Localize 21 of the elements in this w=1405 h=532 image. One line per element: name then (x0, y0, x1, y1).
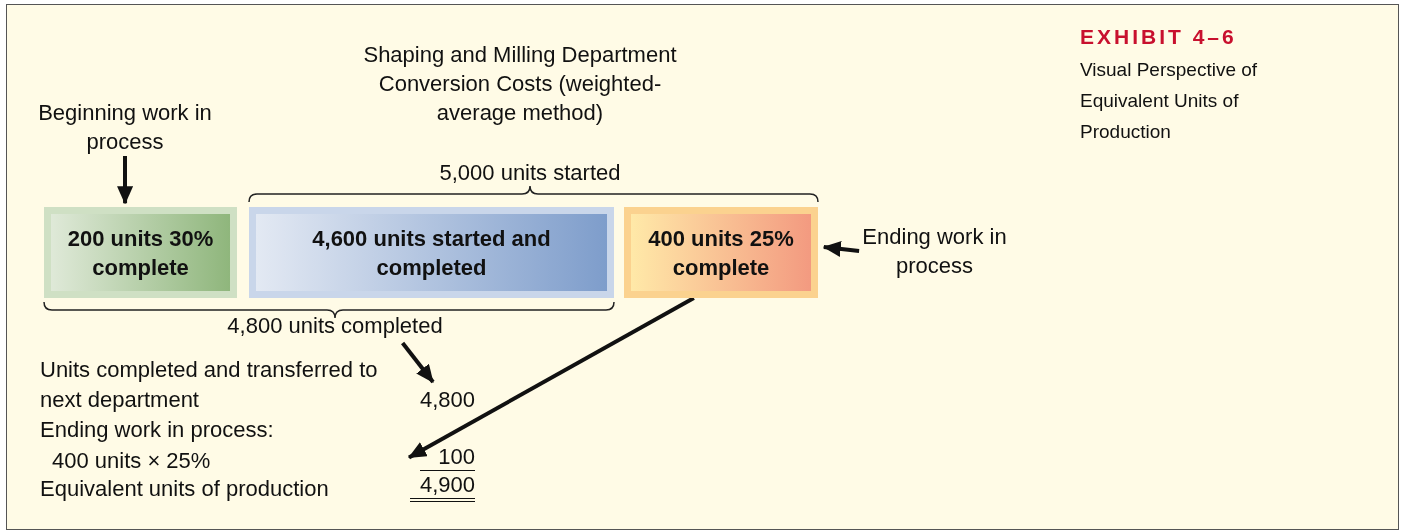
arrow (822, 241, 860, 257)
row-label: Units completed and transferred to next department (40, 356, 379, 414)
total-value: 4,900 (410, 472, 475, 502)
row-label: 400 units × 25% (52, 447, 212, 475)
arrow (401, 341, 435, 384)
row-label: Ending work in process: (40, 416, 275, 444)
exhibit-description: Visual Perspective of Equivalent Units of Production (1080, 58, 1259, 144)
units-box: 200 units 30% complete (44, 207, 237, 298)
arrow (408, 296, 695, 460)
exhibit-heading: EXHIBIT 4–6 (1080, 24, 1238, 50)
amount-value: 4,800 (405, 385, 475, 414)
arrow (117, 156, 134, 205)
stage-label: Beginning work in process (35, 98, 215, 156)
stage-label: Ending work in process (862, 222, 1007, 280)
units-box: 4,600 units started and completed (249, 207, 614, 298)
units-box: 400 units 25% complete (624, 207, 818, 298)
amount-value: 100 (420, 444, 475, 471)
bracket-label: 4,800 units completed (205, 311, 465, 340)
row-label: Equivalent units of production (40, 475, 330, 503)
diagram-title: Shaping and Milling Department Conversion Costs (weighted-average method) (362, 41, 678, 127)
bracket-label: 5,000 units started (438, 159, 622, 187)
